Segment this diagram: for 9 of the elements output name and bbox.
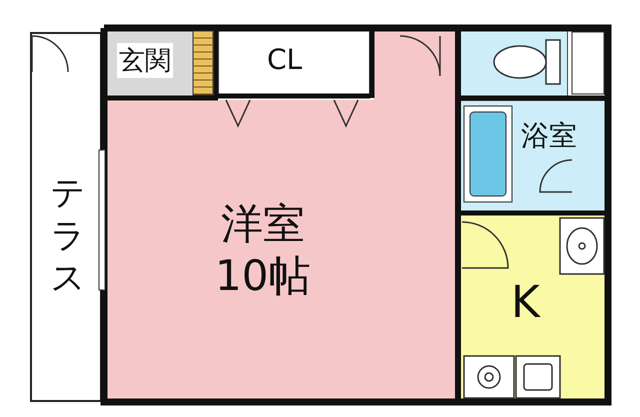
room-name: K <box>511 277 540 328</box>
room-size: 10帖 <box>215 250 310 302</box>
western-room <box>107 100 455 399</box>
room-name: テラス <box>50 172 86 300</box>
room-name: 浴室 <box>521 118 577 154</box>
room-name: 玄関 <box>117 43 173 78</box>
room-name: 洋室 <box>221 198 305 250</box>
terrace-area <box>30 32 102 402</box>
room-name: CL <box>267 43 302 76</box>
